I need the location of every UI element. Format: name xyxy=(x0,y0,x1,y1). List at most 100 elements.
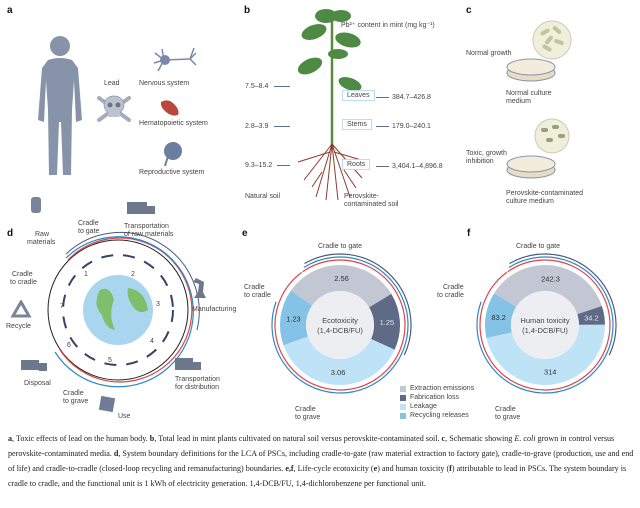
cradle-to-cradle-label-1: Cradle xyxy=(12,271,33,278)
manufacturing-label: Manufacturing xyxy=(192,306,237,313)
perovskite-soil-label-2: contaminated soil xyxy=(344,201,399,208)
donut-segment-4 xyxy=(485,293,517,338)
caption-ef-label: e,f xyxy=(285,464,294,473)
panel-f-label: f xyxy=(467,228,471,239)
normal-medium-label-2: medium xyxy=(506,98,531,105)
transport-dist-label-2: for distribution xyxy=(175,384,219,391)
donut-subtitle: (1,4-DCB/FU) xyxy=(522,326,568,335)
donut-segment-1 xyxy=(494,265,602,315)
donut-segment-2 xyxy=(577,305,605,325)
cradle-to-cradle-ring xyxy=(479,259,611,391)
cradle-to-cradle-ring xyxy=(274,259,406,391)
donut-segment-2 xyxy=(369,293,400,350)
panel-c-label: c xyxy=(466,5,472,16)
cradle-to-grave-label-f-1: Cradle xyxy=(495,406,516,413)
legend-swatch xyxy=(400,394,406,401)
legend-item-fabrication: Fabrication loss xyxy=(400,393,474,402)
donut-value-label: 314 xyxy=(544,368,557,377)
cradle-to-cradle-label-2: to cradle xyxy=(10,279,37,286)
donut-segment-3 xyxy=(486,324,605,386)
legend-label: Leakage xyxy=(410,403,437,410)
cradle-to-gate-label-e: Cradle to gate xyxy=(318,243,362,250)
cradle-to-cradle-label-e-2: to cradle xyxy=(244,292,271,299)
donut-subtitle: (1,4-DCB/FU) xyxy=(317,326,363,335)
caption-b-label: b xyxy=(149,434,155,443)
legend-item-leakage: Leakage xyxy=(400,402,474,411)
arrow-icon xyxy=(274,86,290,87)
cradle-to-grave-ring xyxy=(476,256,614,394)
transport-raw-label-2: of raw materials xyxy=(124,231,174,238)
reproductive-organ-icon xyxy=(164,142,182,167)
cradle-to-cradle-label-f-1: Cradle xyxy=(443,284,464,291)
cradle-to-grave-label-e-1: Cradle xyxy=(295,406,316,413)
perovskite-leaves-value: 384.7–426.8 xyxy=(392,94,431,101)
neuron-icon xyxy=(153,47,197,72)
recycle-label: Recycle xyxy=(6,323,31,330)
cradle-to-grave-label-f-2: to grave xyxy=(495,414,521,421)
step-3: 3 xyxy=(156,301,160,308)
arrow-icon xyxy=(274,126,290,127)
caption-a-text: , Toxic effects of lead on the human bod… xyxy=(12,434,150,443)
delivery-truck-icon xyxy=(175,358,201,370)
donut-segment-3 xyxy=(283,336,395,386)
human-body-icon xyxy=(38,36,82,175)
caption-a-label: a xyxy=(8,434,13,443)
cradle-to-gate-ring xyxy=(509,253,617,356)
caption-c-text: , Schematic showing xyxy=(445,434,515,443)
toxic-label-2: inhibition xyxy=(466,158,494,165)
recycle-icon xyxy=(10,300,32,318)
natural-soil-label: Natural soil xyxy=(245,193,281,200)
normal-petri-dish-icon xyxy=(506,58,556,82)
cradle-to-cradle-label-f-2: to cradle xyxy=(437,292,464,299)
caption-ef-text3: ) attributable to lead in PSCs. The syst… xyxy=(8,464,627,488)
caption-c-text2: grown in control versus perovskite-conta… xyxy=(8,434,615,458)
cradle-to-grave-label-1: Cradle xyxy=(63,390,84,397)
spleen-icon xyxy=(160,100,179,116)
donut-value-label: 2.56 xyxy=(334,274,349,283)
step-7: 7 xyxy=(60,303,64,310)
panel-e-label: e xyxy=(242,228,248,239)
perovskite-roots-value: 3,404.1–4,896.8 xyxy=(392,163,443,170)
arrow-icon xyxy=(376,97,389,98)
contaminated-medium-label-1: Perovskite-contaminated xyxy=(506,190,584,197)
legend-item-recycling: Recycling releases xyxy=(400,411,474,420)
panel-b-label: b xyxy=(244,5,251,16)
step-6: 6 xyxy=(67,342,71,349)
pb-content-title: Pb²⁺ content in mint (mg kg⁻¹) xyxy=(341,22,435,29)
arrow-icon xyxy=(277,165,290,166)
arrow-icon xyxy=(376,126,389,127)
contaminated-petri-dish-icon xyxy=(506,155,556,179)
normal-bacteria-icon xyxy=(532,20,572,60)
panel-d-label: d xyxy=(7,228,14,239)
nervous-system-label: Nervous system xyxy=(139,80,190,87)
hematopoietic-system-label: Hematopoietic system xyxy=(139,120,208,127)
dump-truck-icon xyxy=(21,360,47,371)
cradle-to-gate-ring xyxy=(304,253,412,356)
lead-label: Lead xyxy=(104,80,120,87)
inhibited-bacteria-icon xyxy=(534,118,570,154)
legend-swatch xyxy=(400,403,406,410)
caption-c-label: c xyxy=(441,434,446,443)
donut-title: Human toxicity xyxy=(520,316,569,325)
stems-box: Stems xyxy=(342,119,372,130)
caption-d-text: , System boundary definitions for the LC… xyxy=(8,449,634,473)
donut-value-label: 3.06 xyxy=(331,368,346,377)
donut-title: Ecotoxicity xyxy=(322,316,358,325)
donut-value-label: 34.2 xyxy=(584,313,599,322)
natural-stems-value: 2.8–3.9 xyxy=(245,123,269,130)
truck-icon xyxy=(127,202,155,214)
step-5: 5 xyxy=(108,357,112,364)
donut-center xyxy=(511,291,579,359)
donut-value-label: 83.2 xyxy=(491,313,506,322)
caption-b-text: , Total lead in mint plants cultivated o… xyxy=(154,434,442,443)
cradle-to-gate-label-f: Cradle to gate xyxy=(516,243,560,250)
cradle-to-grave-label-2: to grave xyxy=(63,398,89,405)
perovskite-soil-label-1: Perovskite- xyxy=(344,193,380,200)
legend-label: Extraction emissions xyxy=(410,385,475,392)
skull-crossbones-icon xyxy=(97,95,131,122)
natural-leaves-value: 7.5–8.4 xyxy=(245,83,269,90)
legend-label: Fabrication loss xyxy=(410,394,460,401)
robot-arm-icon xyxy=(193,278,206,298)
step-4: 4 xyxy=(150,338,154,345)
roots-box: Roots xyxy=(342,159,371,170)
